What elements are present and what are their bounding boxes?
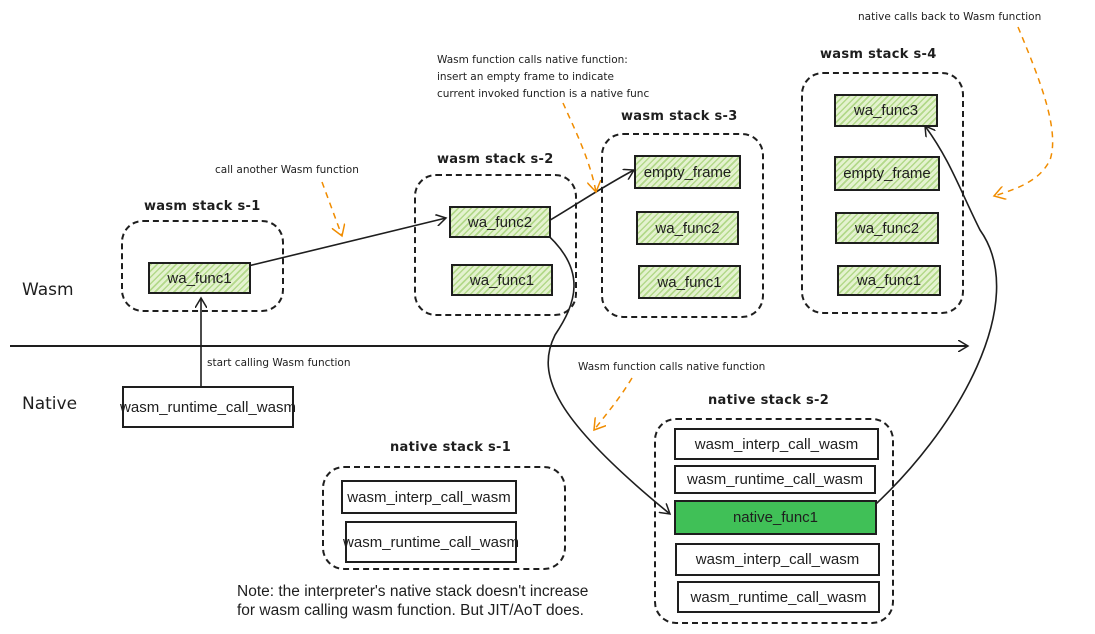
call-wa-func2-arrow	[239, 218, 446, 269]
wasm-stack-s2: wa_func2 wa_func1	[414, 174, 577, 316]
stack-title-wasm-s4: wasm stack s-4	[820, 47, 937, 62]
active-native-frame[interactable]: native_func1	[674, 500, 877, 535]
native-stack-s2: wasm_interp_call_wasm wasm_runtime_call_…	[654, 418, 894, 624]
stack-frame[interactable]: wa_func2	[449, 206, 551, 238]
annotation-calls-native-insert-empty-frame: Wasm function calls native function: ins…	[437, 52, 649, 103]
note-line: for wasm calling wasm function. But JIT/…	[237, 602, 584, 619]
wasm-stack-s3: empty_frame wa_func2 wa_func1	[601, 133, 764, 318]
annotation-arrow-call-another	[321, 181, 342, 236]
stack-frame[interactable]: wa_func1	[451, 264, 553, 296]
stack-frame[interactable]: wasm_interp_call_wasm	[675, 543, 880, 576]
wasm-stack-s1: wa_func1	[121, 220, 284, 312]
stack-frame[interactable]: empty_frame	[834, 156, 940, 191]
stack-frame[interactable]: wasm_interp_call_wasm	[341, 480, 517, 514]
stack-title-wasm-s3: wasm stack s-3	[621, 109, 738, 124]
native-lane-label: Native	[22, 394, 78, 414]
stack-frame[interactable]: wa_func2	[636, 211, 739, 245]
call-native-func1-arrow	[541, 229, 670, 514]
stack-frame[interactable]: wasm_runtime_call_wasm	[677, 581, 880, 613]
note-line: Note: the interpreter's native stack doe…	[237, 583, 589, 600]
native-stack-s1: wasm_interp_call_wasm wasm_runtime_call_…	[322, 466, 566, 570]
stack-frame[interactable]: wasm_runtime_call_wasm	[343, 521, 519, 563]
wasm-lane-label: Wasm	[22, 280, 74, 300]
native-entry-frame[interactable]: wasm_runtime_call_wasm	[120, 386, 296, 428]
annotation-line: current invoked function is a native fun…	[437, 88, 650, 100]
stack-frame[interactable]: wa_func2	[835, 212, 939, 244]
stack-title-native-s2: native stack s-2	[708, 393, 830, 408]
stack-title-wasm-s1: wasm stack s-1	[144, 199, 261, 214]
stack-frame[interactable]: empty_frame	[634, 155, 741, 189]
annotation-arrow-wasm-calls-native	[594, 377, 633, 430]
stack-title-native-s1: native stack s-1	[390, 440, 512, 455]
annotation-line: Wasm function calls native function:	[437, 54, 628, 66]
annotation-wasm-calls-native: Wasm function calls native function	[578, 361, 766, 373]
stack-title-wasm-s2: wasm stack s-2	[437, 152, 554, 167]
annotation-start-call: start calling Wasm function	[207, 357, 351, 369]
stack-frame[interactable]: wa_func1	[837, 265, 941, 296]
stack-frame[interactable]: wasm_interp_call_wasm	[674, 428, 879, 460]
annotation-call-another: call another Wasm function	[215, 164, 359, 176]
wasm-stack-s4: wa_func3 empty_frame wa_func2 wa_func1	[801, 72, 964, 314]
interpreter-note: Note: the interpreter's native stack doe…	[237, 582, 588, 620]
stack-frame[interactable]: wa_func1	[638, 265, 741, 299]
stack-frame[interactable]: wasm_runtime_call_wasm	[674, 465, 876, 494]
stack-frame[interactable]: wa_func1	[148, 262, 251, 294]
annotation-line: insert an empty frame to indicate	[437, 71, 615, 83]
annotation-arrow-empty-frame	[562, 102, 596, 192]
stack-frame[interactable]: wa_func3	[834, 94, 938, 127]
annotation-arrow-native-callback	[994, 26, 1054, 196]
annotation-native-callback: native calls back to Wasm function	[858, 11, 1042, 23]
callback-wa-func3-arrow	[864, 126, 998, 515]
